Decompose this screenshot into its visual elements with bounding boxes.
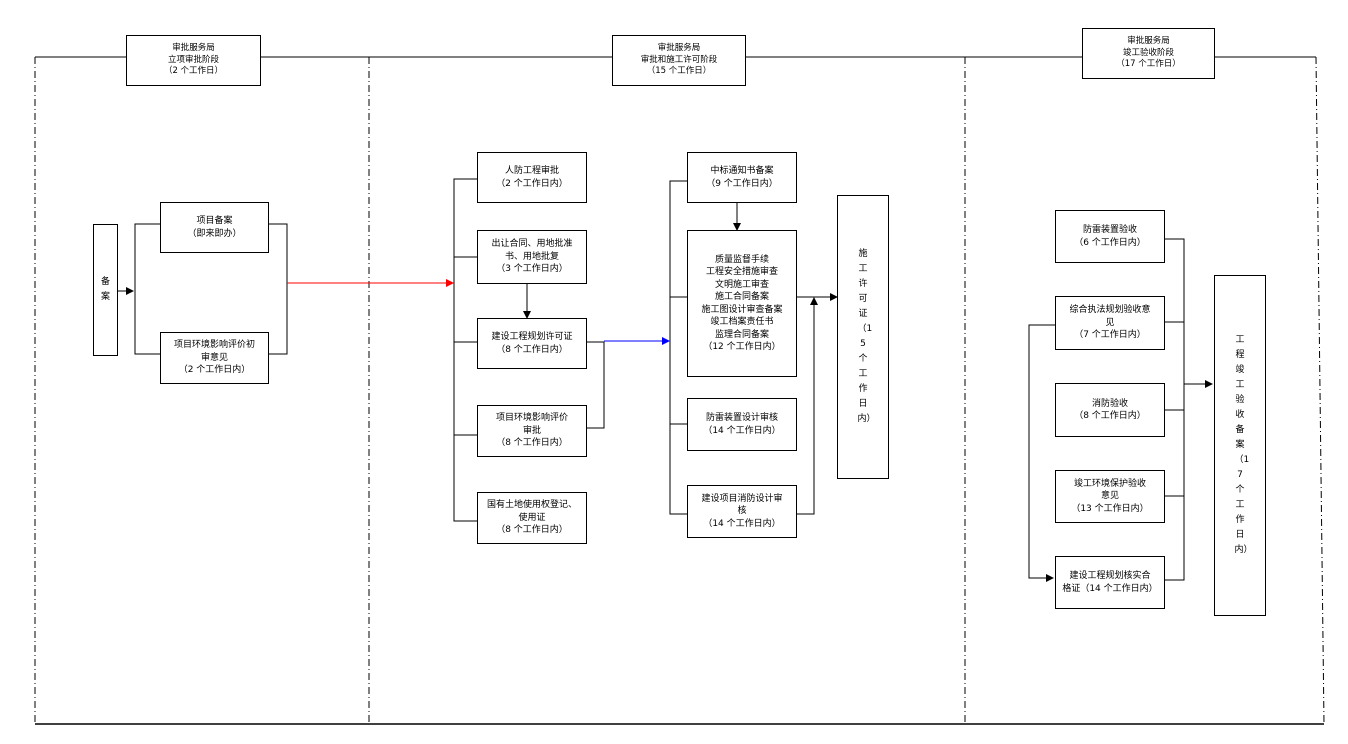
law-enforcement-line3: （7 个工作日内）: [1074, 330, 1146, 341]
civil-defense-box: 人防工程审批 （2 个工作日内）: [477, 152, 587, 203]
planning-permit-line2: （8 个工作日内）: [496, 344, 568, 355]
land-transfer-line3: （3 个工作日内）: [496, 264, 568, 275]
quality-bundle-line5: 施工图设计审查备案: [701, 304, 783, 315]
env-protection-line1: 竣工环境保护验收: [1073, 478, 1146, 489]
stage1-header-line3: （2 个工作日）: [163, 66, 224, 77]
completion-filing-box: 工程竣工验收备案（17个工作日内）: [1214, 275, 1266, 616]
quality-bundle-line7: 监理合同备案: [714, 329, 769, 340]
env-opinion-line2: 审意见: [200, 352, 228, 363]
bid-notice-line1: 中标通知书备案: [710, 166, 774, 176]
lightning-acceptance-line2: （6 个工作日内）: [1074, 237, 1146, 248]
env-approval-line1: 项目环境影响评价: [495, 413, 568, 424]
env-protection-box: 竣工环境保护验收 意见 （13 个工作日内）: [1055, 470, 1165, 523]
fire-design-line3: （14 个工作日内）: [703, 518, 781, 529]
quality-bundle-line6: 竣工档案责任书: [710, 317, 774, 327]
land-transfer-line2: 书、用地批复: [504, 251, 559, 262]
completion-filing-label: 工程竣工验收备案（17个工作日内）: [1234, 335, 1253, 555]
env-approval-line2: 审批: [522, 425, 541, 436]
stage1-header-line1: 审批服务局: [172, 43, 215, 54]
lightning-design-box: 防雷装置设计审核 （14 个工作日内）: [687, 398, 797, 451]
civil-defense-line2: （2 个工作日内）: [496, 178, 568, 189]
quality-bundle-line2: 工程安全措施审查: [705, 267, 778, 277]
filing-label: 备案: [100, 277, 110, 302]
land-certificate-line2: 使用证: [518, 512, 546, 523]
stage3-header-line3: （17 个工作日）: [1116, 59, 1181, 70]
fire-design-line2: 核: [737, 506, 747, 517]
lightning-acceptance-line1: 防雷装置验收: [1082, 225, 1137, 235]
bid-notice-line2: （9 个工作日内）: [706, 178, 778, 189]
land-certificate-box: 国有土地使用权登记、 使用证 （8 个工作日内）: [477, 492, 587, 544]
project-filing-box: 项目备案 （即来即办）: [160, 202, 269, 253]
quality-bundle-line1: 质量监督手续: [714, 254, 769, 265]
law-enforcement-line1: 综合执法规划验收意: [1069, 305, 1151, 316]
stage1-connectors: [117, 223, 288, 355]
stage2-left-connectors: [453, 178, 605, 522]
stage2-right-connectors: [669, 180, 838, 515]
bid-notice-box: 中标通知书备案 （9 个工作日内）: [687, 152, 797, 203]
stage2-header-line1: 审批服务局: [657, 43, 701, 54]
lightning-design-line2: （14 个工作日内）: [703, 425, 781, 436]
env-protection-line2: 意见: [1100, 491, 1119, 502]
quality-bundle-box: 质量监督手续 工程安全措施审查 文明施工审查 施工合同备案 施工图设计审查备案 …: [687, 230, 797, 377]
planning-permit-line1: 建设工程规划许可证: [491, 332, 573, 342]
stage3-connectors: [1028, 238, 1213, 582]
env-approval-line3: （8 个工作日内）: [496, 438, 568, 449]
fire-acceptance-box: 消防验收 （8 个工作日内）: [1055, 383, 1165, 437]
env-approval-box: 项目环境影响评价 审批 （8 个工作日内）: [477, 405, 587, 457]
fire-design-line1: 建设项目消防设计审: [701, 493, 783, 504]
land-certificate-line3: （8 个工作日内）: [496, 525, 568, 536]
stage2-header-line3: （15 个工作日）: [646, 66, 712, 77]
lightning-design-line1: 防雷装置设计审核: [705, 413, 778, 423]
law-enforcement-box: 综合执法规划验收意 见 （7 个工作日内）: [1055, 296, 1165, 350]
env-protection-line3: （13 个工作日内）: [1071, 503, 1149, 514]
law-enforcement-line2: 见: [1105, 317, 1115, 328]
filing-box: 备案: [93, 224, 118, 356]
stage2-header-line2: 审批和施工许可阶段: [640, 54, 718, 65]
planning-verification-line2: 格证（14 个工作日内）: [1062, 583, 1158, 594]
planning-permit-box: 建设工程规划许可证 （8 个工作日内）: [477, 318, 587, 369]
stage3-header: 审批服务局 竣工验收阶段 （17 个工作日）: [1082, 28, 1215, 79]
fire-acceptance-line2: （8 个工作日内）: [1074, 411, 1146, 421]
fire-acceptance-line1: 消防验收: [1091, 398, 1128, 409]
quality-bundle-line3: 文明施工审查: [714, 279, 769, 290]
fire-design-box: 建设项目消防设计审 核 （14 个工作日内）: [687, 485, 797, 538]
planning-verification-box: 建设工程规划核实合 格证（14 个工作日内）: [1055, 556, 1165, 609]
stage1-header-line2: 立项审批阶段: [167, 54, 219, 65]
construction-permit-label: 施工许可证（15个工作日内）: [857, 249, 876, 424]
stage3-header-line1: 审批服务局: [1127, 36, 1170, 47]
env-opinion-line3: （2 个工作日内）: [178, 365, 251, 376]
project-filing-line1: 项目备案: [196, 216, 233, 226]
civil-defense-line1: 人防工程审批: [504, 166, 559, 176]
quality-bundle-line8: （12 个工作日内）: [703, 342, 781, 352]
swimlane-frame: [34, 56, 1325, 725]
env-opinion-line1: 项目环境影响评价初: [173, 340, 255, 351]
planning-verification-line1: 建设工程规划核实合: [1069, 571, 1151, 581]
lightning-acceptance-box: 防雷装置验收 （6 个工作日内）: [1055, 210, 1165, 263]
env-opinion-box: 项目环境影响评价初 审意见 （2 个工作日内）: [160, 332, 269, 384]
quality-bundle-line4: 施工合同备案: [714, 292, 769, 302]
stage2-header: 审批服务局 审批和施工许可阶段 （15 个工作日）: [612, 35, 746, 86]
stage3-header-line2: 竣工验收阶段: [1122, 47, 1174, 58]
construction-permit-box: 施工许可证（15个工作日内）: [837, 195, 889, 479]
project-filing-line2: （即来即办）: [187, 228, 242, 239]
stage1-header: 审批服务局 立项审批阶段 （2 个工作日）: [126, 35, 261, 86]
land-transfer-box: 出让合同、用地批准 书、用地批复 （3 个工作日内）: [477, 230, 587, 284]
land-transfer-line1: 出让合同、用地批准: [491, 239, 573, 250]
land-certificate-line1: 国有土地使用权登记、: [486, 500, 577, 511]
